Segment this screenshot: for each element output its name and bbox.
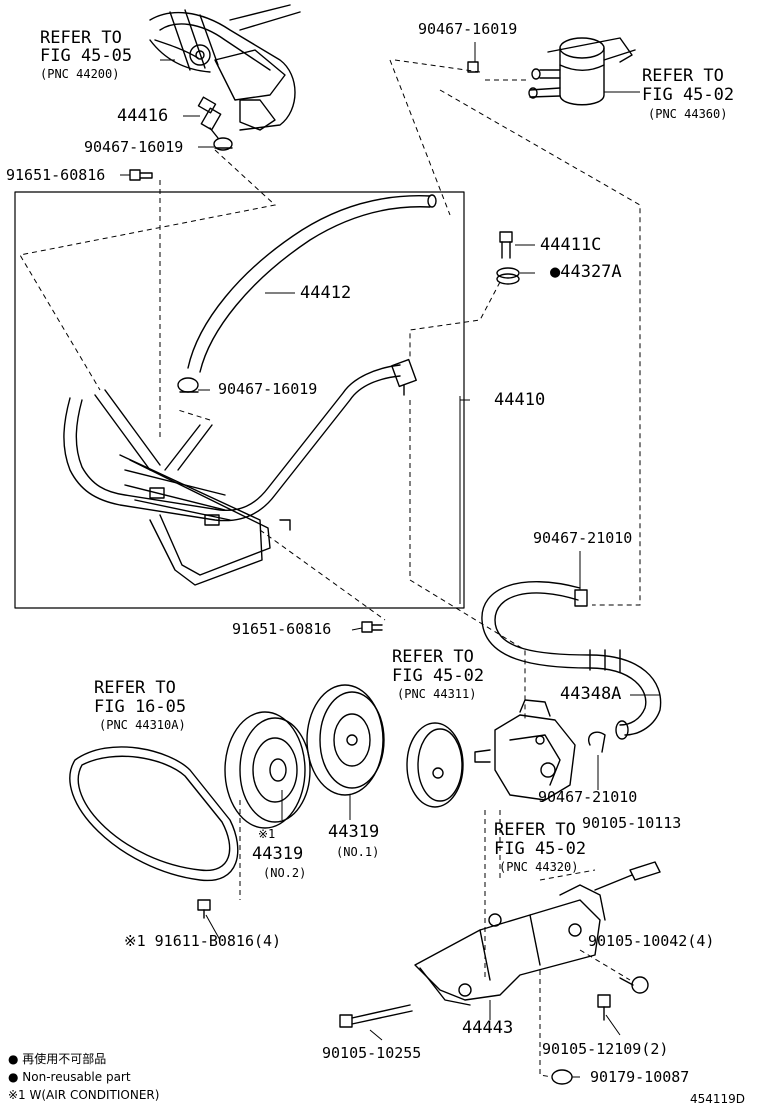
label-44410: 44410 (494, 390, 546, 410)
label-44348A: 44348A (560, 684, 622, 704)
ref-4502-mid-line2: FIG 45-02 (392, 666, 485, 686)
drawing-id: 454119D (690, 1092, 746, 1106)
label-90467-16019-top: 90467-16019 (418, 20, 518, 38)
clip-90467-21010-a (574, 589, 588, 607)
bolt-91611-B0816 (197, 899, 211, 919)
ref-4502-top-line2: FIG 45-02 (642, 85, 735, 105)
label-44319-no1: 44319 (328, 822, 380, 842)
label-90467-16019-b: 90467-16019 (218, 380, 318, 398)
label-44319-no1-sub: (NO.1) (336, 845, 380, 859)
ref-4502-mid-line1: REFER TO (392, 647, 474, 667)
legend-jp: ● 再使用不可部品 (8, 1052, 107, 1066)
ref-1605-line2: FIG 16-05 (94, 697, 187, 717)
ref-4505-line1: REFER TO (40, 28, 122, 48)
ref-4502-bot-pnc: (PNC 44320) (499, 860, 579, 874)
label-90105-10113: 90105-10113 (582, 814, 682, 832)
ref-4502-top-line1: REFER TO (642, 66, 724, 86)
ref-4505-line2: FIG 45-05 (40, 46, 133, 66)
clip-90467-16019-a (213, 137, 233, 151)
nut-90179-10087 (551, 1069, 573, 1085)
ref-4502-top-pnc: (PNC 44360) (648, 107, 728, 121)
label-44319-no2-mark: ※1 (258, 827, 276, 841)
label-44319-no2: 44319 (252, 844, 304, 864)
label-44411C: 44411C (540, 235, 602, 255)
label-90105-12109: 90105-12109(2) (542, 1040, 669, 1058)
bolt-90105-12109 (597, 994, 611, 1021)
bolt-90105-10042 (619, 976, 649, 994)
label-91651-60816-b: 91651-60816 (232, 620, 332, 638)
bolt-91651-60816-a (129, 169, 153, 181)
label-90467-21010-a: 90467-21010 (533, 529, 633, 547)
label-44319-no2-sub: (NO.2) (263, 866, 307, 880)
bolt-91651-60816-b (361, 621, 383, 633)
steering-gear-sketch (149, 4, 301, 131)
label-44416: 44416 (117, 106, 169, 126)
label-44327A: ●44327A (550, 262, 622, 282)
union-44416 (197, 96, 222, 139)
ref-4505-pnc: (PNC 44200) (40, 67, 120, 81)
ref-4502-bot-line1: REFER TO (494, 820, 576, 840)
label-90105-10255: 90105-10255 (322, 1044, 422, 1062)
ref-4502-bot-line2: FIG 45-02 (494, 839, 587, 859)
legend-note: ※1 W(AIR CONDITIONER) (8, 1088, 160, 1102)
tube-44410 (63, 358, 417, 586)
label-44443: 44443 (462, 1018, 514, 1038)
clip-90467-16019-top (467, 61, 479, 73)
hose-44412 (187, 194, 437, 373)
legend-en: ● Non-reusable part (8, 1070, 131, 1084)
label-91651-60816-a: 91651-60816 (6, 166, 106, 184)
ref-4502-mid-pnc: (PNC 44311) (397, 687, 477, 701)
gasket-44327A (496, 267, 520, 285)
pulley-44319-no2 (224, 711, 311, 829)
label-90179-10087: 90179-10087 (590, 1068, 690, 1086)
bolt-90105-10113 (594, 861, 661, 891)
label-90105-10042: 90105-10042(4) (588, 932, 715, 950)
bolt-44411C (499, 231, 513, 259)
clip-90467-21010-b (588, 731, 606, 753)
bolt-90105-10255 (339, 1004, 413, 1028)
label-90467-16019-a: 90467-16019 (84, 138, 184, 156)
bracket-44443 (414, 884, 606, 1006)
ref-1605-pnc: (PNC 44310A) (99, 718, 186, 732)
clip-90467-16019-b (177, 377, 199, 393)
label-91611-B0816: ※1 91611-B0816(4) (124, 932, 282, 950)
vane-pump (474, 699, 576, 801)
pump-pulley (406, 722, 464, 808)
hose-44348A (481, 581, 662, 740)
reservoir-sketch (528, 37, 636, 106)
label-44412: 44412 (300, 283, 352, 303)
ref-1605-line1: REFER TO (94, 678, 176, 698)
v-belt (69, 746, 239, 882)
label-90467-21010-b: 90467-21010 (538, 788, 638, 806)
pulley-44319-no1 (306, 684, 385, 796)
